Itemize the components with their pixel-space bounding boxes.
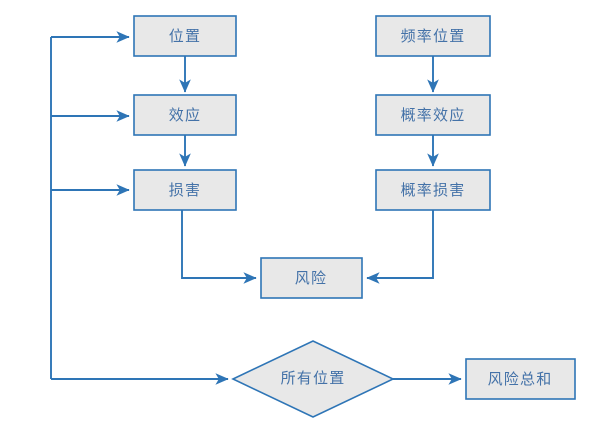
node-all-positions[interactable]: 所有位置 (231, 340, 395, 418)
node-risk-total[interactable]: 风险总和 (465, 358, 576, 400)
node-freq-position-shape[interactable] (375, 15, 491, 57)
node-risk-total-shape[interactable] (465, 358, 576, 400)
node-risk[interactable]: 风险 (260, 257, 363, 299)
arrow-prob-damage-risk (366, 210, 434, 284)
node-freq-position[interactable]: 频率位置 (375, 15, 491, 57)
node-position-shape[interactable] (133, 15, 237, 57)
node-position[interactable]: 位置 (133, 15, 237, 57)
edge-damage-to-risk (181, 210, 257, 284)
arrow-damage-risk (181, 210, 257, 284)
node-damage-shape[interactable] (133, 169, 237, 211)
node-effect[interactable]: 效应 (133, 94, 237, 136)
node-prob-damage[interactable]: 概率损害 (375, 169, 491, 211)
node-risk-shape[interactable] (260, 257, 363, 299)
node-damage[interactable]: 损害 (133, 169, 237, 211)
node-prob-damage-shape[interactable] (375, 169, 491, 211)
edge-prob-damage-to-risk (366, 210, 434, 284)
node-prob-effect[interactable]: 概率效应 (375, 94, 491, 136)
node-all-positions-shape[interactable] (231, 340, 395, 418)
node-effect-shape[interactable] (133, 94, 237, 136)
node-prob-effect-shape[interactable] (375, 94, 491, 136)
